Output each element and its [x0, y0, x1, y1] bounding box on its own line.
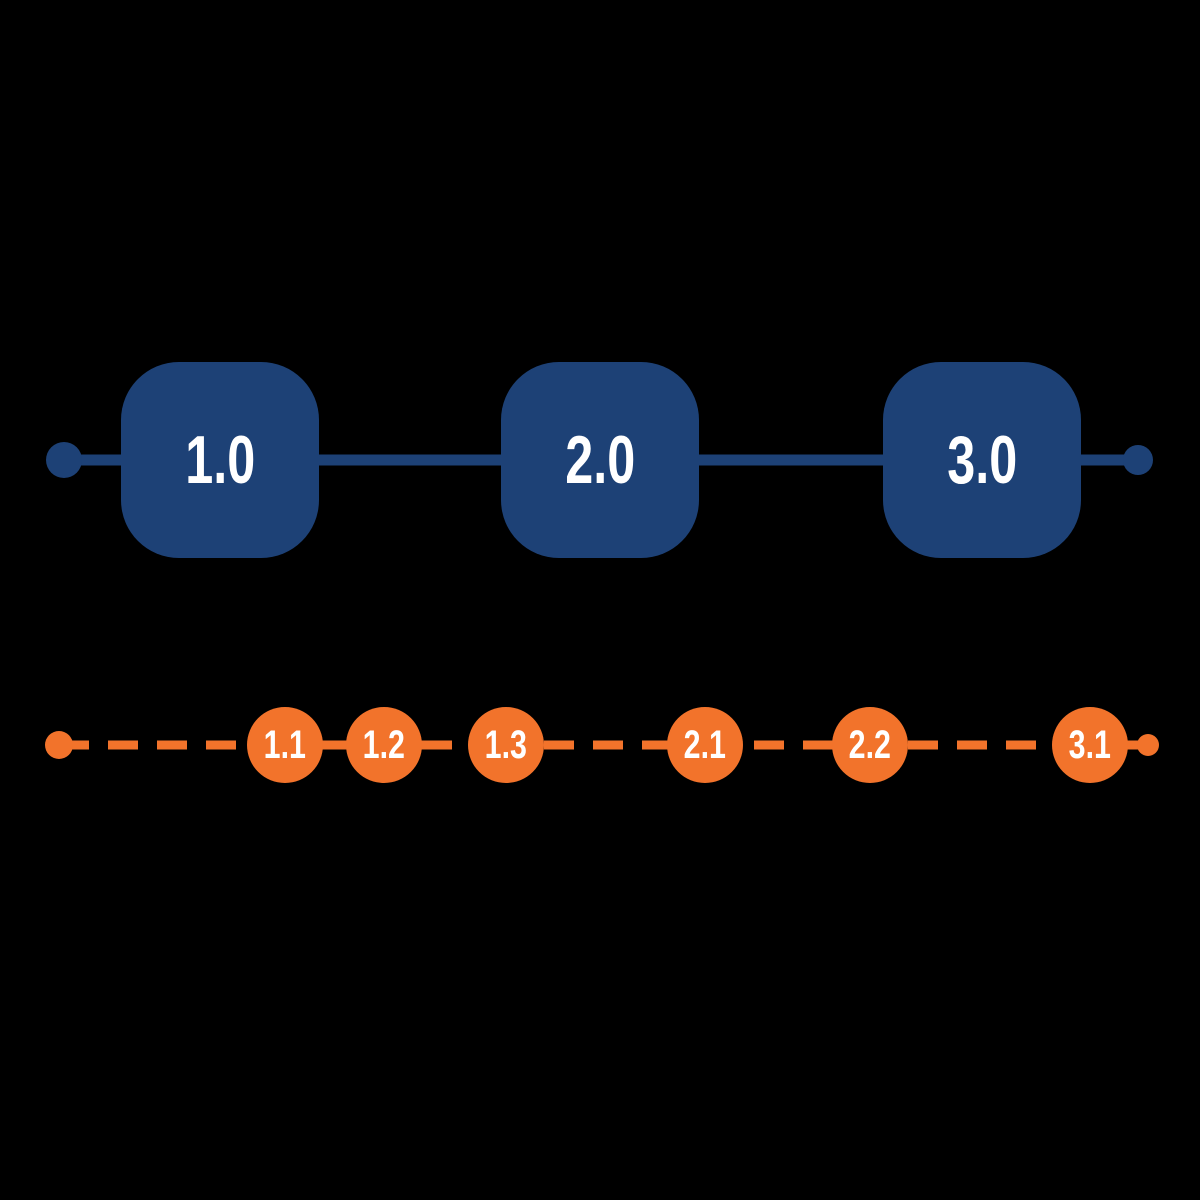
subversion-label-1-3: 1.3: [484, 723, 528, 767]
subversion-label-1-1: 1.1: [263, 723, 307, 767]
subversion-label-2-1: 2.1: [683, 723, 727, 767]
major-track-start-dot: [46, 442, 82, 478]
milestone-label-2-0: 2.0: [565, 422, 635, 498]
milestone-label-1-0: 1.0: [185, 422, 255, 498]
minor-track-start-dot: [45, 731, 73, 759]
subversion-node-1-1: 1.1: [247, 707, 323, 783]
milestone-label-3-0: 3.0: [947, 422, 1017, 498]
milestone-node-2-0: 2.0: [501, 362, 699, 558]
subversion-node-2-1: 2.1: [667, 707, 743, 783]
subversion-node-2-2: 2.2: [832, 707, 908, 783]
subversion-node-1-2: 1.2: [346, 707, 422, 783]
subversion-node-3-1: 3.1: [1052, 707, 1128, 783]
subversion-label-2-2: 2.2: [848, 723, 892, 767]
subversion-node-1-3: 1.3: [468, 707, 544, 783]
minor-track-end-dot: [1137, 734, 1159, 756]
subversion-label-1-2: 1.2: [362, 723, 406, 767]
milestone-node-1-0: 1.0: [121, 362, 319, 558]
subversion-label-3-1: 3.1: [1068, 723, 1112, 767]
major-track-end-dot: [1123, 445, 1153, 475]
milestone-node-3-0: 3.0: [883, 362, 1081, 558]
